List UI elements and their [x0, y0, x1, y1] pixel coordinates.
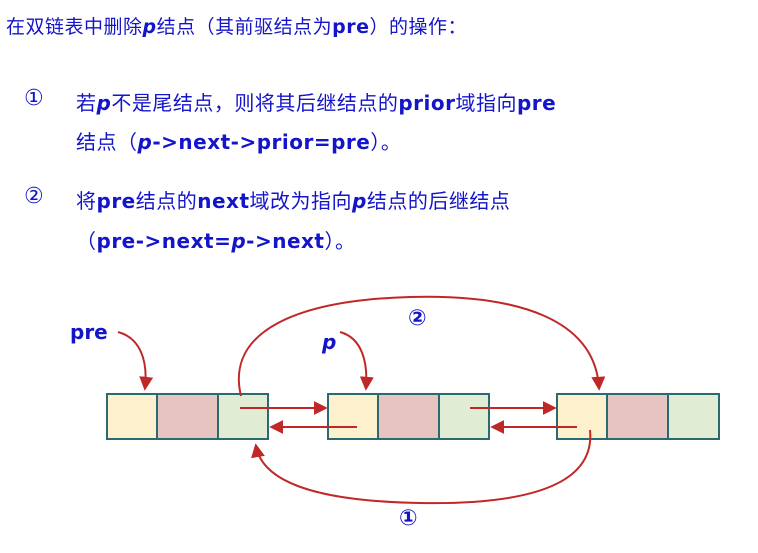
step2-p: p [352, 189, 367, 213]
node-succ-next-field [667, 393, 720, 440]
step1-text-c: 域指向 [455, 91, 517, 115]
step1-l2-text-b: ）。 [370, 130, 402, 154]
step2-pre: pre [96, 189, 136, 213]
step1-l2-text-a: 结点（ [76, 130, 138, 154]
step1-text-b: 不是尾结点，则将其后继结点的 [111, 91, 399, 115]
node-pre-prior-field [106, 393, 158, 440]
step2-text-a: 将 [76, 189, 97, 213]
step1-l2-p: p [137, 130, 153, 154]
step1-pre: pre [516, 91, 557, 115]
node-p-prior-field [327, 393, 379, 440]
p-label: p [322, 330, 337, 354]
step1-line1: 若p不是尾结点，则将其后继结点的prior域指向pre [76, 87, 556, 116]
step1-prior: prior [398, 91, 456, 115]
step2-code2: ->next [246, 229, 325, 253]
step2-l2-text-a: （ [76, 229, 97, 253]
step1-line2: 结点（p->next->prior=pre）。 [76, 126, 401, 155]
node-p-next-field [438, 393, 490, 440]
node-succ-prior-field [556, 393, 608, 440]
title-p: p [142, 16, 157, 38]
step2-l2-p: p [231, 229, 247, 253]
step2-l2-text-b: ）。 [324, 229, 356, 253]
step2-line2: （pre->next=p->next）。 [76, 225, 355, 254]
node-pre [106, 393, 269, 440]
step2-code1: pre->next= [96, 229, 232, 253]
arc-step2-label: ② [408, 306, 427, 331]
step1-number: ① [24, 86, 44, 111]
arc-step1-label: ① [399, 506, 418, 531]
step2-number: ② [24, 184, 44, 209]
step2-text-b: 结点的 [135, 189, 198, 213]
title-part-c: ）的操作： [369, 16, 468, 38]
arc-step2-arrow [238, 295, 606, 397]
step2-line1: 将pre结点的next域改为指向p结点的后继结点 [76, 185, 510, 214]
step2-text-c: 域改为指向 [249, 189, 353, 213]
step2-next: next [197, 189, 250, 213]
title-part-a: 在双链表中删除 [6, 16, 143, 38]
title-part-b: 结点（其前驱结点为 [156, 16, 333, 38]
node-successor [556, 393, 720, 440]
p-pointer-arrow [339, 331, 374, 391]
pre-label: pre [70, 320, 108, 344]
step1-text-a: 若 [76, 91, 97, 115]
title-pre: pre [332, 16, 370, 38]
arc-step1-arrow [251, 429, 592, 505]
step1-p: p [96, 91, 112, 115]
node-p [327, 393, 490, 440]
node-succ-data-field [606, 393, 669, 440]
node-pre-data-field [156, 393, 219, 440]
step2-text-d: 结点的后继结点 [366, 189, 511, 213]
pre-pointer-arrow [117, 331, 154, 391]
page-title: 在双链表中删除p结点（其前驱结点为pre）的操作： [6, 12, 467, 39]
node-pre-next-field [217, 393, 269, 440]
node-p-data-field [377, 393, 440, 440]
step1-code: ->next->prior=pre [152, 130, 371, 154]
